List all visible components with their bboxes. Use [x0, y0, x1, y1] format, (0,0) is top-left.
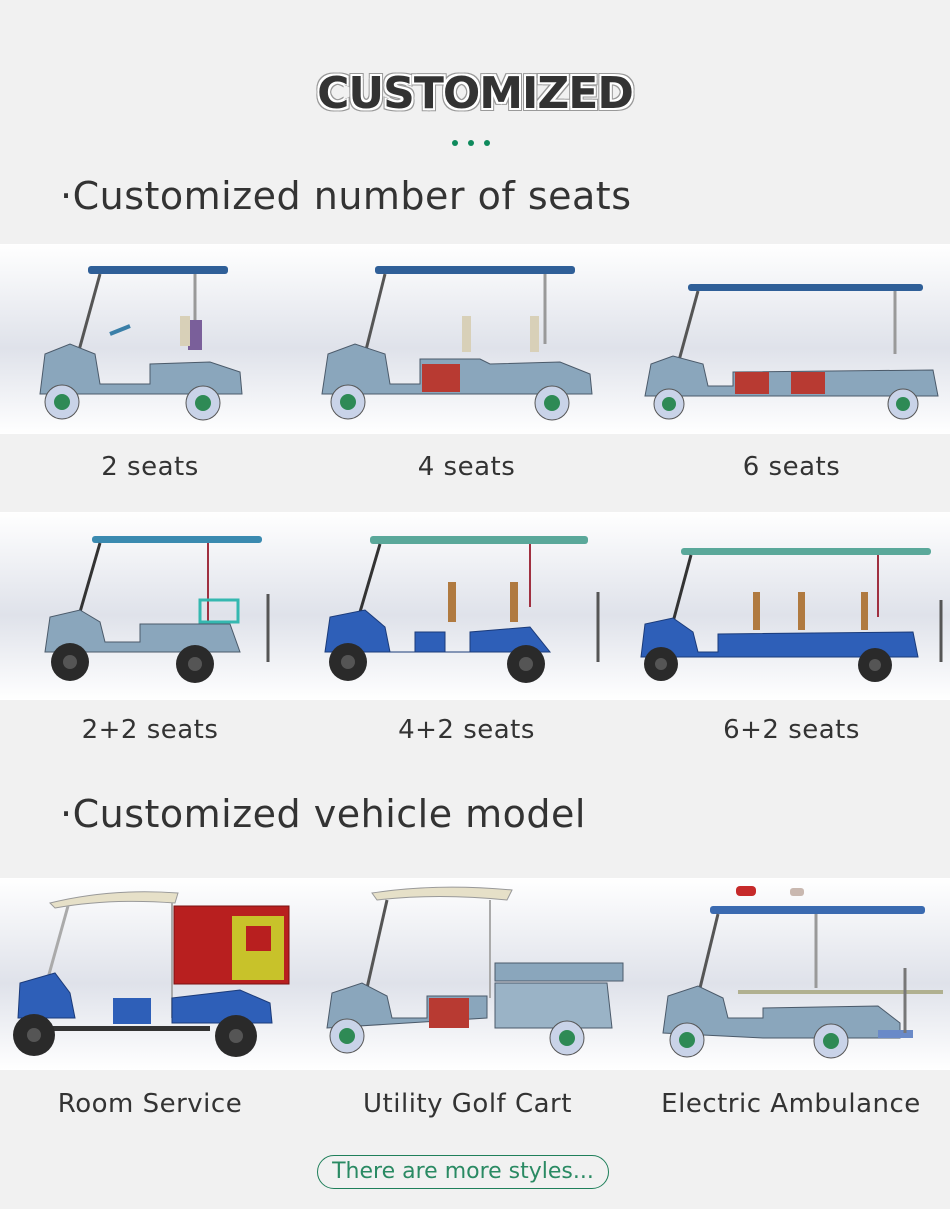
caption-room-service: Room Service [57, 1089, 243, 1119]
image-6-plus-2-seats [633, 512, 950, 700]
caption-2-plus-2-seats: 2+2 seats [81, 715, 219, 745]
caption-4-seats: 4 seats [417, 452, 516, 482]
image-electric-ambulance [638, 878, 950, 1070]
image-6-seats [633, 244, 950, 434]
lifted-golf-cart-6-plus-2-icon [640, 548, 943, 682]
caption-6-seats: 6 seats [742, 452, 841, 482]
caption-utility-golf-cart: Utility Golf Cart [363, 1089, 572, 1119]
caption-6-plus-2-seats: 6+2 seats [723, 715, 860, 745]
utility-golf-cart-icon [326, 886, 624, 1056]
golf-cart-6-seats-icon [644, 284, 939, 420]
section-heading-seats: ·Customized number of seats [60, 174, 632, 218]
golf-cart-2-seats-icon [39, 266, 243, 421]
image-2-plus-2-seats [0, 512, 300, 700]
title-divider-dots [452, 140, 490, 146]
caption-4-plus-2-seats: 4+2 seats [398, 715, 535, 745]
caption-electric-ambulance: Electric Ambulance [661, 1089, 921, 1119]
page-title: CUSTOMIZED [317, 68, 634, 119]
room-service-cart-icon [13, 891, 290, 1057]
image-room-service [0, 878, 307, 1070]
image-2-seats [0, 244, 300, 434]
image-4-seats [300, 244, 633, 434]
image-4-plus-2-seats [300, 512, 633, 700]
lifted-golf-cart-4-plus-2-icon [324, 536, 600, 683]
section-heading-vehicle-model: ·Customized vehicle model [60, 792, 586, 836]
golf-cart-4-seats-icon [321, 266, 593, 421]
caption-2-seats: 2 seats [101, 452, 199, 482]
more-styles-button[interactable]: There are more styles... [317, 1155, 609, 1189]
lifted-golf-cart-2-plus-2-icon [44, 536, 270, 683]
electric-ambulance-cart-icon [662, 886, 943, 1059]
image-utility-golf-cart [307, 878, 638, 1070]
